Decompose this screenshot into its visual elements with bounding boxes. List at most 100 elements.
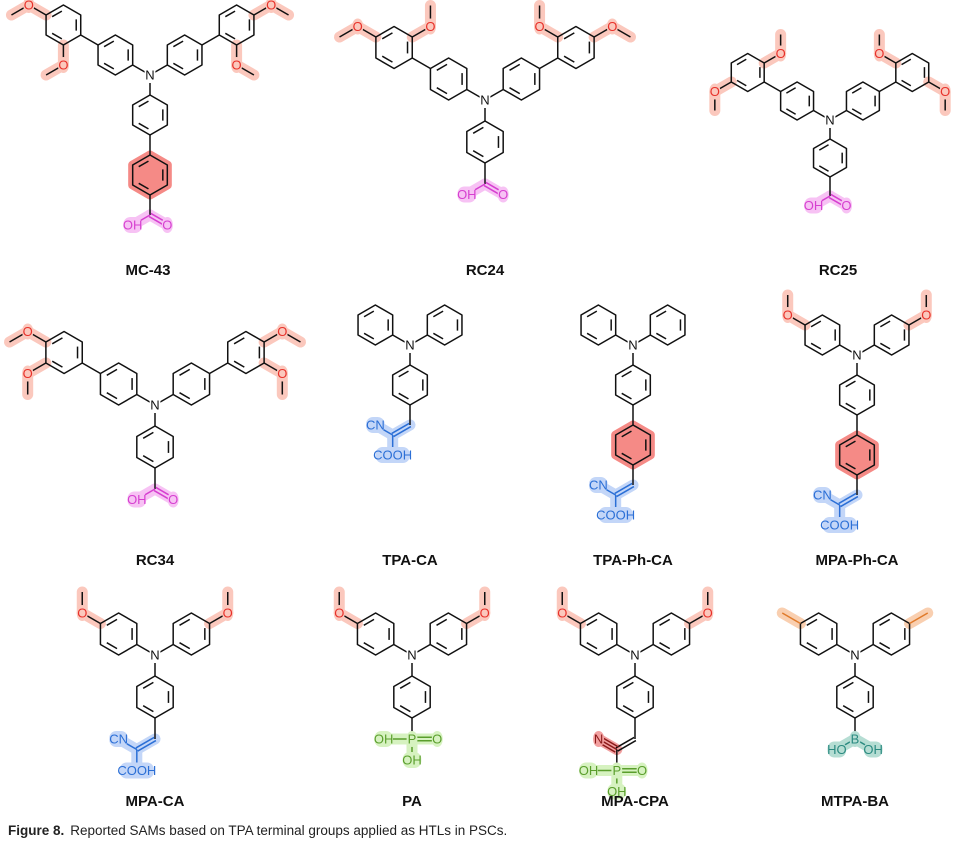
hydroxyl-label: OH	[127, 492, 147, 507]
molecule-name: MPA-CA	[126, 793, 185, 810]
nitrogen-label: N	[150, 648, 159, 663]
carboxyl-label-background	[375, 447, 410, 463]
phenyl-ring-double-bond	[586, 618, 598, 626]
methoxy-oxygen-label-background	[76, 605, 88, 621]
phenyl-ring-double-bond	[842, 681, 854, 689]
cyano-label-background	[366, 417, 385, 433]
bonds	[561, 592, 709, 792]
phenyl-spacer-ring-double-bond	[845, 440, 856, 448]
methoxy-oxygen-label: O	[480, 606, 490, 621]
nitrogen-label-background	[144, 67, 156, 83]
vinyl-double-bond	[616, 485, 635, 498]
caption-text: Reported SAMs based on TPA terminal grou…	[70, 823, 508, 838]
bonds	[781, 612, 929, 751]
bonds	[339, 5, 631, 197]
phenyl-ring-double-bond	[845, 380, 856, 388]
phenyl-ring-double-bond	[172, 40, 184, 48]
hydroxyl-label: OH	[579, 763, 599, 778]
vinyl-double-bond	[838, 492, 857, 505]
phenyl-ring-double-bond	[103, 40, 115, 48]
methoxy-oxygen-label-background	[479, 605, 491, 621]
biaryl-bond	[81, 362, 101, 375]
methoxy-oxygen-label-background	[782, 307, 794, 323]
phenyl-ring-double-bond	[621, 370, 632, 378]
oxygen-label: O	[168, 492, 178, 507]
methoxy-oxygen-label: O	[58, 58, 68, 73]
biaryl-bond	[411, 57, 431, 70]
methoxy-oxygen-label-background	[23, 0, 35, 13]
phenyl-ring-double-bond	[810, 342, 822, 350]
outer-phenyl-ring-double-bond	[51, 360, 63, 368]
cyano-label: CN	[813, 488, 832, 503]
phenyl-ring-double-bond	[586, 310, 598, 318]
hydroxyl-label-background	[457, 186, 477, 203]
phosphorus-label-background	[611, 762, 623, 779]
phenyl-ring-double-bond	[622, 705, 634, 713]
phenyl-ring-double-bond	[659, 642, 671, 650]
phenyl-ring	[426, 304, 463, 346]
methoxy-oxygen-label: O	[703, 606, 713, 621]
hydroxyl-label-background	[827, 741, 847, 758]
methoxy-oxygen-label-background	[265, 0, 277, 13]
figure-caption: Figure 8. Reported SAMs based on TPA term…	[8, 823, 507, 838]
oxygen-label-background	[841, 197, 852, 214]
outer-phenyl-ring-double-bond	[901, 58, 912, 66]
methoxy-oxygen-label-background	[276, 323, 288, 340]
outer-phenyl-ring-double-bond	[224, 32, 236, 40]
phenyl-ring-double-bond	[103, 62, 115, 70]
phenyl-ring-double-bond	[436, 642, 448, 650]
methoxy-oxygen-label: O	[921, 308, 931, 323]
methoxy-oxygen-label: O	[277, 324, 287, 339]
methyl-bond	[909, 612, 929, 625]
oxygen-label: O	[637, 763, 647, 778]
phenyl-ring-double-bond	[179, 618, 191, 626]
phenyl-ring-double-bond	[363, 310, 375, 318]
methoxy-oxygen-label-background	[775, 45, 787, 62]
phenyl-ring-double-bond	[399, 681, 411, 689]
hydroxyl-label-background	[402, 752, 422, 768]
phenyl-ring-double-bond	[363, 642, 375, 650]
phosphorus-label: P	[408, 732, 417, 747]
biaryl-bond	[80, 34, 99, 46]
methoxy-oxygen-label-background	[534, 18, 545, 35]
hydroxyl-label-background	[607, 783, 627, 800]
vinyl-double-bond	[840, 495, 859, 508]
phosphorus-label: P	[612, 763, 621, 778]
hydroxyl-label: OH	[607, 784, 627, 799]
methoxy-oxygen-label: O	[776, 46, 786, 61]
nitrogen-label: N	[480, 93, 489, 108]
nitrogen-label: N	[407, 648, 416, 663]
oxygen-label-background	[431, 731, 443, 747]
phenyl-ring	[580, 304, 617, 346]
phenyl-ring-double-bond	[142, 455, 154, 463]
molecule-name: MTPA-BA	[821, 793, 889, 810]
phenyl-ring-double-bond	[138, 100, 149, 108]
nitrogen-label-background	[629, 647, 641, 663]
methoxy-oxygen-label: O	[940, 84, 950, 99]
caption-label: Figure 8.	[8, 823, 65, 838]
phenyl-ring-double-bond	[621, 392, 632, 400]
phenyl-spacer-ring-double-bond	[845, 462, 856, 470]
methoxy-oxygen-label-background	[556, 605, 568, 621]
outer-phenyl-ring-double-bond	[51, 337, 63, 345]
phenyl-ring-double-bond	[879, 342, 891, 350]
hydroxyl-label: HO	[827, 742, 847, 757]
outer-phenyl-ring-double-bond	[233, 337, 245, 345]
vinyl-double-bond	[391, 422, 410, 435]
outer-phenyl-ring-double-bond	[381, 55, 393, 63]
carboxyl-label: COOH	[373, 448, 412, 463]
oxygen-label: O	[162, 218, 172, 233]
phenyl-ring-double-bond	[845, 402, 856, 410]
methoxy-oxygen-label: O	[557, 606, 567, 621]
nitrogen-label-background	[824, 112, 836, 128]
methoxy-oxygen-label-background	[22, 365, 34, 382]
phenyl-ring	[649, 304, 686, 346]
oxygen-label-background	[497, 186, 509, 203]
bonds	[9, 330, 301, 502]
